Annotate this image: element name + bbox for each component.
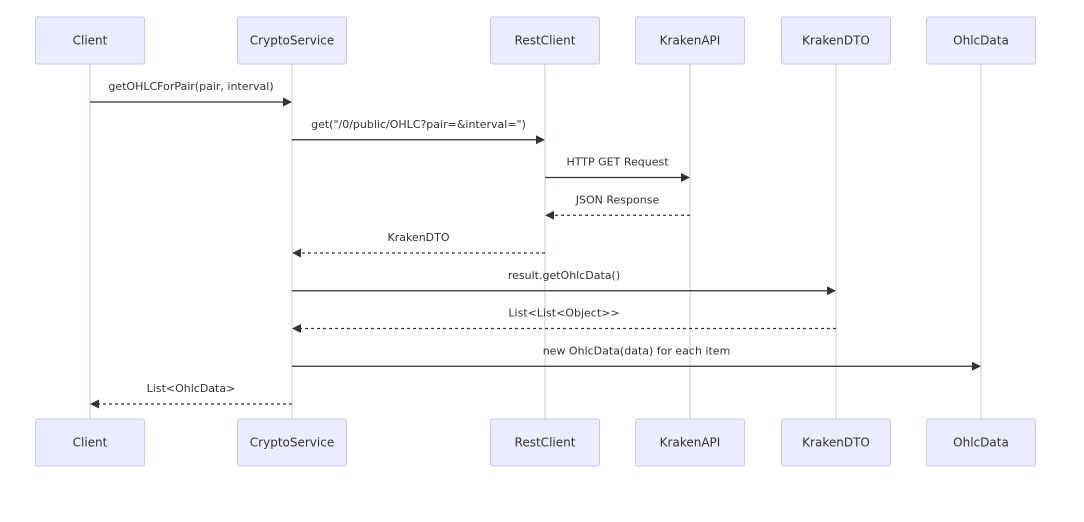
- participant-kraken-api-top: KrakenAPI: [635, 16, 745, 65]
- participant-label: KrakenAPI: [660, 436, 721, 450]
- participant-crypto-service-top: CryptoService: [237, 16, 347, 65]
- message-label: KrakenDTO: [387, 231, 449, 244]
- participant-label: CryptoService: [250, 436, 334, 450]
- message-label: new OhlcData(data) for each item: [543, 344, 731, 357]
- participant-crypto-service-bottom: CryptoService: [237, 418, 347, 467]
- participant-label: Client: [73, 34, 108, 48]
- message-9: List<OhlcData>: [90, 382, 292, 409]
- participant-rest-client-top: RestClient: [490, 16, 600, 65]
- participant-label: OhlcData: [953, 436, 1009, 450]
- participant-box: [490, 16, 600, 65]
- participant-label: OhlcData: [953, 34, 1009, 48]
- participant-label: KrakenDTO: [802, 34, 870, 48]
- message-8: new OhlcData(data) for each item: [292, 344, 981, 371]
- message-6: result.getOhlcData(): [292, 269, 836, 296]
- message-label: JSON Response: [575, 193, 660, 206]
- participant-label: RestClient: [515, 34, 576, 48]
- participant-kraken-api-bottom: KrakenAPI: [635, 418, 745, 467]
- participant-box: [35, 16, 145, 65]
- message-label: HTTP GET Request: [566, 156, 669, 169]
- participant-ohlc-data-bottom: OhlcData: [926, 418, 1036, 467]
- message-2: get("/0/public/OHLC?pair=&interval="): [292, 118, 545, 145]
- message-label: get("/0/public/OHLC?pair=&interval="): [311, 118, 526, 131]
- message-1: getOHLCForPair(pair, interval): [90, 80, 292, 107]
- message-7: List<List<Object>>: [292, 307, 836, 333]
- participant-box: [237, 16, 347, 65]
- message-3: HTTP GET Request: [545, 156, 690, 182]
- participant-box: [781, 16, 891, 65]
- participant-box: [635, 418, 745, 467]
- message-label: result.getOhlcData(): [508, 269, 620, 282]
- participant-box: [35, 418, 145, 467]
- participant-box: [781, 418, 891, 467]
- participant-box: [926, 418, 1036, 467]
- participant-label: KrakenAPI: [660, 34, 721, 48]
- participant-kraken-dto-bottom: KrakenDTO: [781, 418, 891, 467]
- message-label: getOHLCForPair(pair, interval): [108, 80, 273, 93]
- participant-label: KrakenDTO: [802, 436, 870, 450]
- participant-box: [490, 418, 600, 467]
- message-4: JSON Response: [545, 193, 690, 220]
- participant-label: Client: [73, 436, 108, 450]
- message-5: KrakenDTO: [292, 231, 545, 258]
- message-label: List<OhlcData>: [147, 382, 236, 395]
- participant-box: [237, 418, 347, 467]
- participant-box: [635, 16, 745, 65]
- message-label: List<List<Object>>: [508, 307, 619, 320]
- participant-label: CryptoService: [250, 34, 334, 48]
- participant-client-top: Client: [35, 16, 145, 65]
- participant-box: [926, 16, 1036, 65]
- participant-rest-client-bottom: RestClient: [490, 418, 600, 467]
- participant-client-bottom: Client: [35, 418, 145, 467]
- participant-kraken-dto-top: KrakenDTO: [781, 16, 891, 65]
- participant-label: RestClient: [515, 436, 576, 450]
- participant-ohlc-data-top: OhlcData: [926, 16, 1036, 65]
